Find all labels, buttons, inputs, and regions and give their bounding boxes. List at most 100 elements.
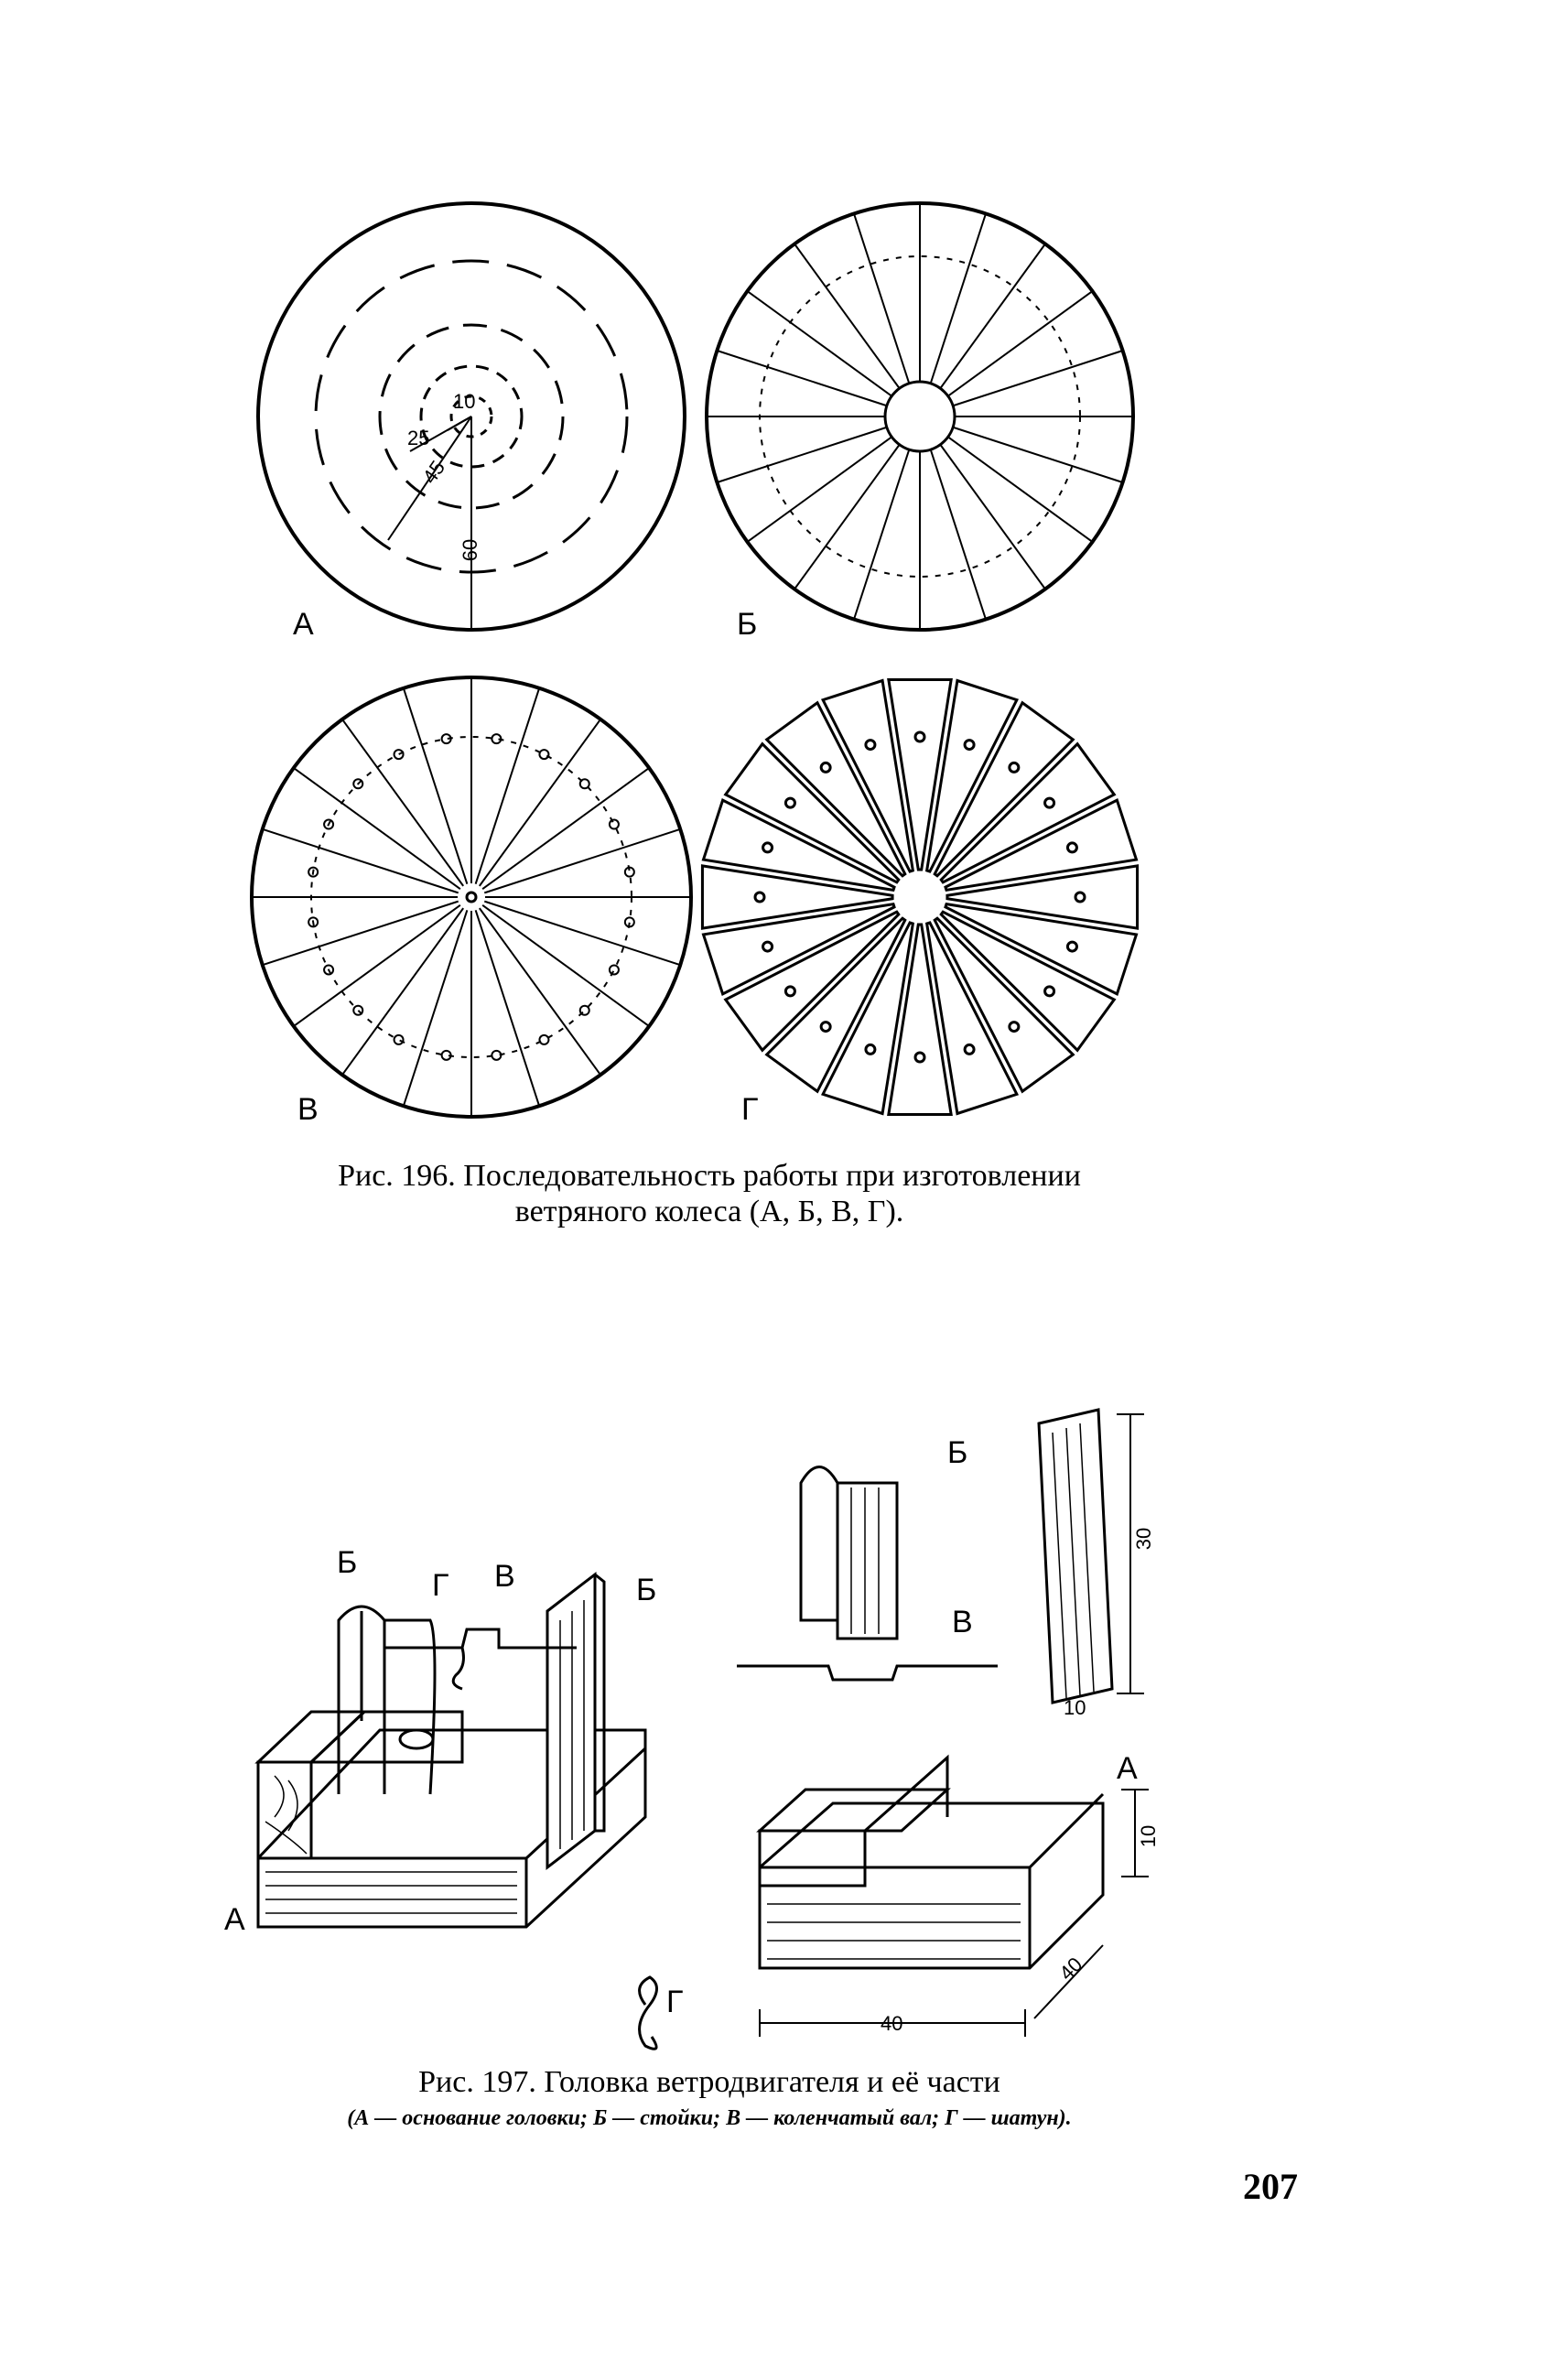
dimension-10-height: 10: [1137, 1824, 1161, 1848]
blade-hole: [819, 761, 832, 774]
hole-mark: [608, 818, 620, 830]
panel-label-a: А: [293, 607, 314, 642]
twisted-blade: [723, 910, 901, 1053]
radial-line: [929, 213, 987, 384]
blade-hole: [753, 891, 766, 903]
twisted-blade: [924, 921, 1020, 1116]
panel-label-b: Б: [737, 607, 758, 642]
twisted-blade: [723, 741, 901, 884]
blade-hole: [1008, 1021, 1021, 1033]
label-a-parts: А: [1117, 1751, 1138, 1786]
blade-hole: [913, 1051, 926, 1064]
blade-cut-line: [293, 767, 461, 890]
blade-hole: [1043, 985, 1056, 998]
hole-mark: [608, 964, 620, 976]
hole-mark: [578, 1004, 590, 1016]
blade-cut-line: [479, 719, 601, 887]
radial-line: [952, 426, 1123, 483]
twisted-blade: [924, 678, 1020, 873]
label-g-left: Г: [432, 1568, 449, 1603]
twisted-blade: [820, 678, 915, 873]
twisted-blade: [887, 923, 953, 1117]
twisted-blade: [945, 864, 1140, 930]
hole-mark: [308, 916, 319, 928]
blade-hole: [783, 796, 796, 809]
figure-196-caption-line1: Рис. 196. Последовательность работы при …: [338, 1159, 1081, 1193]
blade-hole: [1065, 841, 1078, 854]
figure-197-legend: (А — основание головки; Б — стойки; В — …: [347, 2106, 1072, 2130]
radial-line: [794, 444, 901, 590]
wheel-panel-g: [700, 677, 1140, 1117]
figure-197-caption: Рис. 197. Головка ветродвигателя и её ча…: [229, 2064, 1190, 2100]
blade-cut-line: [479, 907, 601, 1076]
radial-line: [746, 290, 892, 397]
figure-196-caption-line2: ветряного колеса (А, Б, В, Г).: [514, 1195, 904, 1229]
hole-mark: [393, 1033, 405, 1045]
radial-line: [853, 449, 911, 620]
radial-line: [952, 350, 1123, 407]
twisted-blade: [820, 921, 915, 1116]
figure-196-caption: Рис. 196. Последовательность работы при …: [229, 1158, 1190, 1229]
radial-line: [929, 449, 987, 620]
twisted-blade: [944, 902, 1139, 997]
label-v-left: В: [494, 1559, 515, 1594]
twisted-blade: [764, 916, 907, 1094]
blade-hole: [963, 1043, 976, 1055]
radial-line: [794, 243, 901, 389]
panel-label-v: В: [297, 1092, 319, 1127]
figure-197-caption-line1: Рис. 197. Головка ветродвигателя и её ча…: [418, 2065, 1000, 2099]
label-g-hook: Г: [666, 1985, 684, 2019]
hole-mark: [623, 916, 635, 928]
label-b-right-stand: Б: [636, 1573, 657, 1607]
blade-hole: [1065, 940, 1078, 953]
wheel-panel-a: [256, 201, 686, 632]
dimension-60: 60: [459, 538, 482, 562]
blade-cut-line: [262, 828, 459, 894]
dimension-10-plate: 10: [1064, 1696, 1086, 1719]
blade-hole: [762, 841, 774, 854]
twisted-blade: [887, 677, 953, 871]
head-parts-drawing: [737, 1408, 1149, 2037]
blade-hole: [913, 730, 926, 743]
blade-cut-line: [293, 904, 461, 1027]
blade-cut-line: [483, 900, 681, 967]
blade-hole: [819, 1021, 832, 1033]
hole-mark: [623, 866, 635, 878]
blade-hole: [864, 739, 877, 752]
hole-mark: [352, 1004, 364, 1016]
hole-mark: [323, 818, 335, 830]
blade-hole: [1043, 796, 1056, 809]
radial-line: [853, 213, 911, 384]
label-a-left: А: [224, 1902, 245, 1937]
blade-cut-line: [483, 828, 681, 894]
blade-hole: [864, 1043, 877, 1055]
hole-mark: [323, 964, 335, 976]
blade-cut-line: [474, 909, 541, 1107]
label-v-parts: В: [952, 1605, 973, 1639]
blade-hole: [783, 985, 796, 998]
hole-mark: [578, 778, 590, 790]
blade-hole: [762, 940, 774, 953]
radial-line: [947, 436, 1094, 543]
hole-mark: [538, 749, 550, 761]
twisted-blade: [700, 864, 894, 930]
radial-line: [939, 243, 1046, 389]
blade-cut-line: [481, 767, 650, 890]
wheel-panel-b: [705, 201, 1135, 632]
twisted-blade: [944, 797, 1139, 892]
blade-hole: [963, 739, 976, 752]
blade-cut-line: [341, 907, 464, 1076]
hole-mark: [440, 1049, 452, 1061]
blade-cut-line: [474, 687, 541, 885]
dimension-25: 25: [407, 427, 430, 449]
hole-mark: [491, 733, 502, 745]
hole-mark: [352, 778, 364, 790]
twisted-blade: [933, 916, 1075, 1094]
twisted-blade: [939, 910, 1117, 1053]
twisted-blade: [701, 797, 896, 892]
dimension-40-width: 40: [881, 2012, 903, 2035]
dimension-30: 30: [1132, 1527, 1156, 1551]
radial-line: [717, 350, 888, 407]
head-assembly-drawing: [254, 1571, 658, 2050]
